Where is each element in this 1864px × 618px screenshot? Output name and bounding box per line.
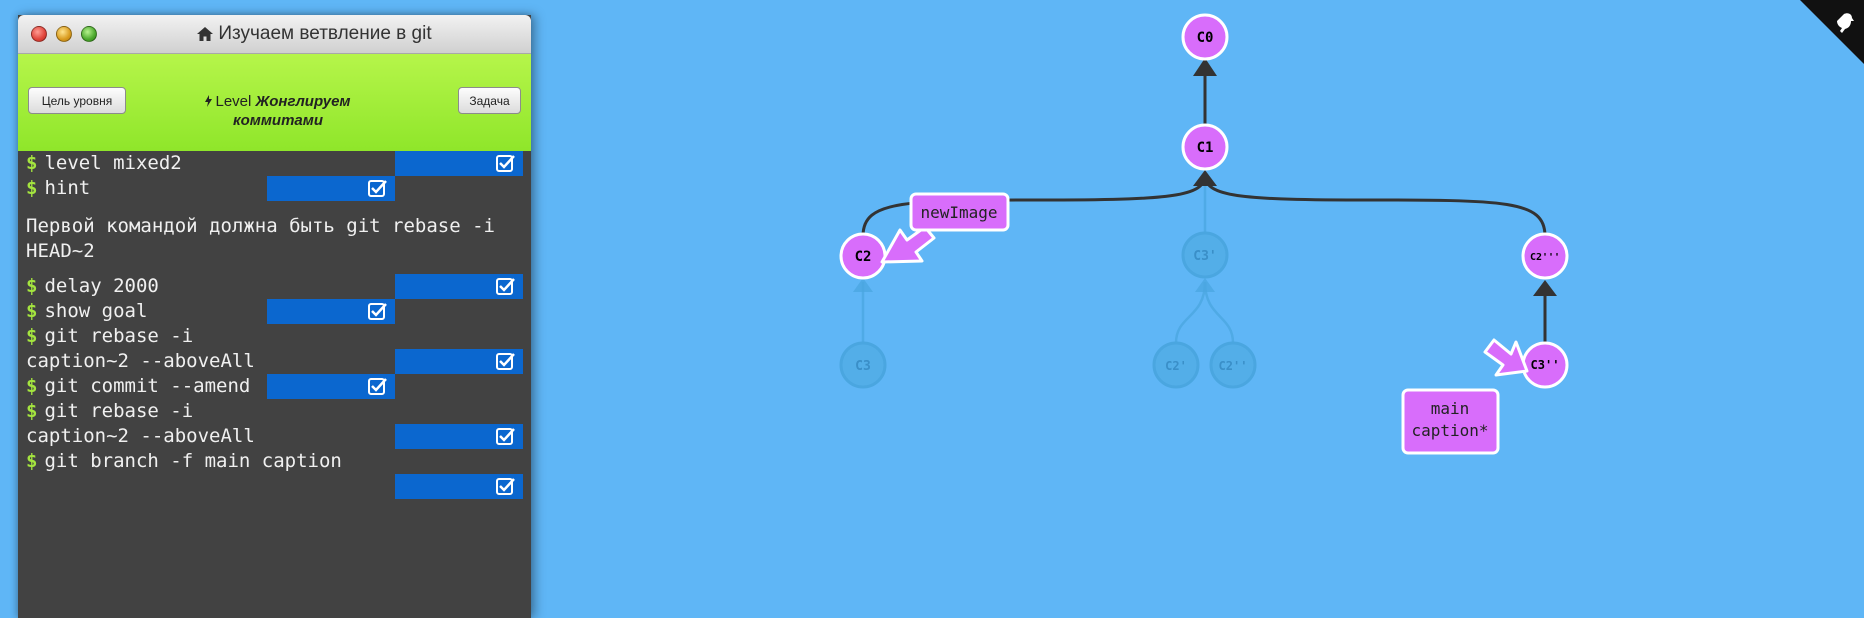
svg-text:C2'': C2'' bbox=[1219, 359, 1248, 373]
checkbox-icon bbox=[496, 353, 515, 370]
commit-c2-double-prime-ghost: C2'' bbox=[1209, 341, 1257, 389]
level-goal-button[interactable]: Цель уровня bbox=[28, 87, 126, 114]
svg-text:C3: C3 bbox=[855, 359, 871, 374]
command-text: hint bbox=[44, 177, 91, 199]
commit-c0[interactable]: C0 bbox=[1181, 13, 1229, 61]
commit-c2-prime-ghost: C2' bbox=[1152, 341, 1200, 389]
level-prefix: Level bbox=[215, 93, 252, 110]
commit-c1[interactable]: C1 bbox=[1181, 123, 1229, 171]
hint-message: Первой командой должна быть git rebase -… bbox=[26, 215, 495, 262]
terminal-window: Изучаем ветвление в git Цель уровня Leve… bbox=[18, 15, 531, 618]
command-text: git rebase -i caption~2 --aboveAll bbox=[26, 325, 255, 372]
home-icon bbox=[197, 27, 214, 41]
checkbox-icon bbox=[496, 478, 515, 495]
command-line: $git rebase -i caption~2 --aboveAll bbox=[26, 324, 255, 372]
command-line: $ show goal bbox=[26, 299, 147, 324]
prompt-symbol: $ bbox=[26, 400, 38, 422]
branch-arrow-newimage bbox=[880, 225, 936, 264]
commit-c2-triple-prime[interactable]: C2''' bbox=[1521, 232, 1569, 280]
maximize-window-button[interactable] bbox=[81, 26, 97, 42]
window-titlebar: Изучаем ветвление в git bbox=[18, 15, 531, 54]
level-toolbar: Цель уровня Level Жонглируем коммитами З… bbox=[18, 54, 531, 151]
svg-text:C2''': C2''' bbox=[1530, 252, 1560, 263]
command-status-ok bbox=[395, 151, 523, 176]
svg-text:newImage: newImage bbox=[920, 203, 997, 222]
level-task-button[interactable]: Задача bbox=[458, 87, 521, 114]
prompt-symbol: $ bbox=[26, 450, 38, 472]
command-text: level mixed2 bbox=[44, 152, 182, 174]
commit-c3-ghost: C3 bbox=[839, 341, 887, 389]
checkbox-icon bbox=[368, 303, 387, 320]
command-status-ok bbox=[267, 374, 395, 399]
command-line: $ git commit --amend bbox=[26, 374, 250, 399]
checkbox-icon bbox=[496, 278, 515, 295]
command-text: git rebase -i caption~2 --aboveAll bbox=[26, 400, 255, 447]
prompt-symbol: $ bbox=[26, 275, 38, 297]
checkbox-icon bbox=[368, 180, 387, 197]
svg-text:C2: C2 bbox=[855, 249, 872, 265]
command-status-ok bbox=[395, 424, 523, 449]
svg-text:C3': C3' bbox=[1193, 249, 1216, 264]
window-title-text: Изучаем ветвление в git bbox=[218, 23, 432, 44]
window-title: Изучаем ветвление в git bbox=[108, 15, 521, 53]
svg-text:C2': C2' bbox=[1165, 359, 1187, 373]
command-line: $ hint bbox=[26, 176, 90, 201]
command-text: show goal bbox=[44, 300, 148, 322]
checkbox-icon bbox=[368, 378, 387, 395]
ghost-arrowheads bbox=[853, 278, 1215, 292]
command-text: git commit --amend bbox=[44, 375, 251, 397]
prompt-symbol: $ bbox=[26, 152, 38, 174]
commit-c3-double-prime[interactable]: C3'' bbox=[1521, 341, 1569, 389]
prompt-symbol: $ bbox=[26, 300, 38, 322]
command-status-ok bbox=[267, 176, 395, 201]
command-line: $ delay 2000 bbox=[26, 274, 159, 299]
branch-arrow-main bbox=[1483, 338, 1529, 377]
svg-text:C3'': C3'' bbox=[1531, 358, 1560, 372]
bolt-icon bbox=[205, 95, 213, 107]
prompt-symbol: $ bbox=[26, 375, 38, 397]
solid-arrowheads bbox=[1193, 58, 1557, 296]
command-text: git branch -f main caption bbox=[44, 450, 342, 472]
commit-c2[interactable]: C2 bbox=[839, 232, 887, 280]
checkbox-icon bbox=[496, 155, 515, 172]
commit-c3-prime-ghost: C3' bbox=[1181, 231, 1229, 279]
command-status-ok bbox=[395, 274, 523, 299]
level-title: Жонглируем коммитами bbox=[232, 93, 351, 129]
octocat-corner-icon[interactable] bbox=[1800, 0, 1864, 64]
command-line: $ level mixed2 bbox=[26, 151, 182, 176]
branch-newimage[interactable]: newImage bbox=[909, 192, 1010, 232]
command-line: $git rebase -i caption~2 --aboveAll bbox=[26, 399, 255, 447]
command-status-ok bbox=[267, 299, 395, 324]
close-window-button[interactable] bbox=[31, 26, 47, 42]
checkbox-icon bbox=[496, 428, 515, 445]
svg-text:C0: C0 bbox=[1197, 30, 1214, 46]
command-status-ok bbox=[395, 474, 523, 499]
svg-text:C1: C1 bbox=[1197, 140, 1214, 156]
prompt-symbol: $ bbox=[26, 325, 38, 347]
prompt-symbol: $ bbox=[26, 177, 38, 199]
command-line: $ git branch -f main caption bbox=[26, 449, 342, 474]
command-text: delay 2000 bbox=[44, 275, 159, 297]
command-status-ok bbox=[395, 349, 523, 374]
level-name[interactable]: Level Жонглируем коммитами bbox=[168, 92, 388, 130]
minimize-window-button[interactable] bbox=[56, 26, 72, 42]
